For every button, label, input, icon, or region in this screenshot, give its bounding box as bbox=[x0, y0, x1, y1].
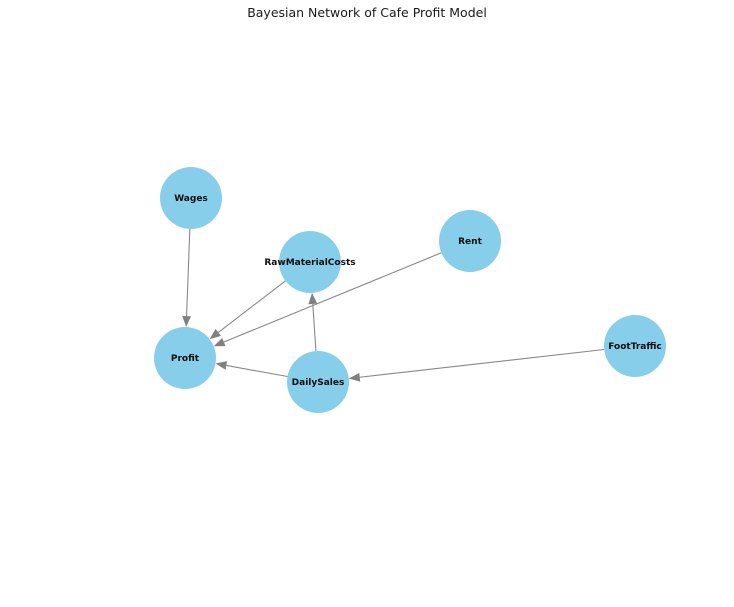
node-label-profit: Profit bbox=[171, 354, 200, 364]
node-label-foottraffic: FootTraffic bbox=[608, 342, 662, 352]
node-foottraffic[interactable]: FootTraffic bbox=[604, 315, 666, 377]
node-label-wages: Wages bbox=[174, 194, 208, 204]
arrowhead-rawmaterialcosts-to-profit bbox=[209, 328, 221, 340]
arrowhead-foottraffic-to-dailysales bbox=[348, 372, 361, 382]
node-label-rent: Rent bbox=[458, 237, 482, 247]
edges-group bbox=[182, 228, 605, 382]
node-label-rawmaterialcosts: RawMaterialCosts bbox=[264, 258, 355, 268]
arrowhead-dailysales-to-rawmaterialcosts bbox=[308, 292, 318, 305]
node-circle-profit[interactable] bbox=[154, 327, 216, 389]
edge-foottraffic-to-dailysales bbox=[359, 348, 605, 378]
edge-rawmaterialcosts-to-profit bbox=[217, 280, 286, 333]
edge-dailysales-to-rawmaterialcosts bbox=[312, 303, 317, 352]
node-circle-wages[interactable] bbox=[160, 167, 222, 229]
node-wages[interactable]: Wages bbox=[160, 167, 222, 229]
node-circle-rent[interactable] bbox=[439, 210, 501, 272]
arrowhead-dailysales-to-profit bbox=[215, 361, 228, 370]
edge-wages-to-profit bbox=[186, 228, 191, 317]
edge-dailysales-to-profit bbox=[226, 364, 288, 378]
node-label-dailysales: DailySales bbox=[292, 378, 345, 388]
arrowhead-wages-to-profit bbox=[182, 315, 191, 328]
arrowhead-rent-to-profit bbox=[213, 337, 226, 347]
figure-title: Bayesian Network of Cafe Profit Model bbox=[247, 5, 487, 20]
edge-rent-to-profit bbox=[223, 252, 442, 343]
node-circle-rawmaterialcosts[interactable] bbox=[279, 231, 341, 293]
node-profit[interactable]: Profit bbox=[154, 327, 216, 389]
node-dailysales[interactable]: DailySales bbox=[287, 351, 349, 413]
node-rent[interactable]: Rent bbox=[439, 210, 501, 272]
node-rawmaterialcosts[interactable]: RawMaterialCosts bbox=[264, 231, 356, 293]
node-circle-foottraffic[interactable] bbox=[604, 315, 666, 377]
node-circle-dailysales[interactable] bbox=[287, 351, 349, 413]
